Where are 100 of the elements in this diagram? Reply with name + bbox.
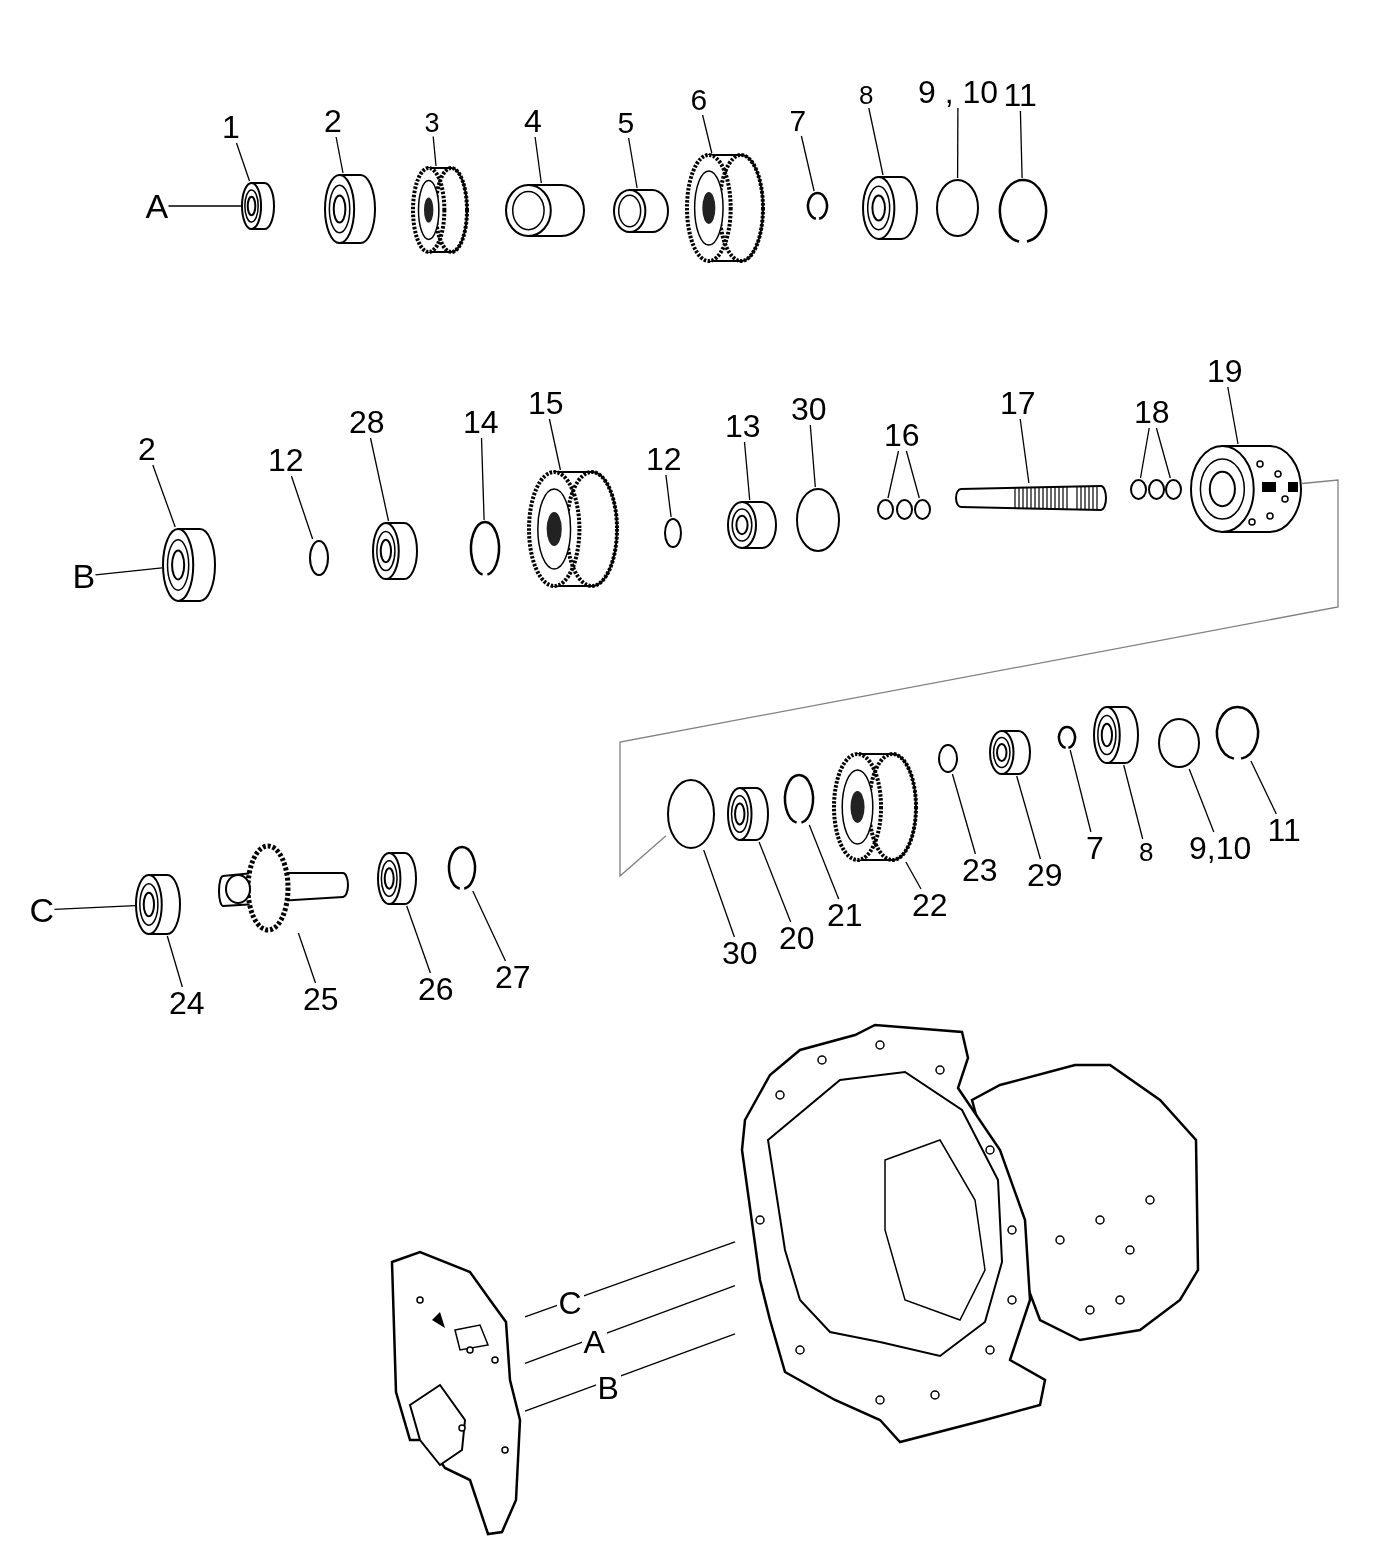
leader-line xyxy=(868,107,884,176)
reference-letter: B xyxy=(72,559,96,593)
snap-ring-drawing xyxy=(783,773,815,825)
leader-line xyxy=(1227,386,1239,445)
callout-number: 28 xyxy=(349,406,385,438)
leader-line xyxy=(701,114,713,154)
callout-number: 20 xyxy=(779,922,815,954)
reference-letter: C xyxy=(29,893,55,927)
connector-line xyxy=(619,479,1339,878)
leader-line xyxy=(1250,760,1277,815)
bearing-drawing xyxy=(135,873,181,936)
callout-number: 2 xyxy=(324,105,342,137)
sleeve-drawing xyxy=(505,183,585,238)
callout-number: 1 xyxy=(222,111,240,143)
gear-drawing xyxy=(686,153,764,263)
leader-line xyxy=(235,142,251,182)
leader-line xyxy=(472,890,507,962)
bearing-drawing xyxy=(1093,705,1139,765)
bearing-drawing xyxy=(989,729,1031,776)
leader-line xyxy=(758,841,792,923)
callout-number: 8 xyxy=(859,82,874,108)
leader-line xyxy=(406,905,432,974)
alignment-line xyxy=(524,1333,736,1412)
ring-drawing xyxy=(1129,478,1148,501)
callout-number: 13 xyxy=(725,410,761,442)
callout-number: 22 xyxy=(912,889,948,921)
snap-ring-drawing xyxy=(1215,705,1260,761)
leader-line xyxy=(1016,775,1042,860)
callout-number: 18 xyxy=(1134,396,1170,428)
leader-line xyxy=(800,135,815,192)
snap-ring-drawing xyxy=(806,191,829,221)
reference-letter: A xyxy=(145,189,169,223)
leader-line xyxy=(703,849,736,938)
callout-number: 12 xyxy=(268,444,304,476)
callout-number: 14 xyxy=(463,406,499,438)
hub-drawing xyxy=(1190,444,1302,534)
sleeve-drawing xyxy=(613,188,669,234)
callout-number: 23 xyxy=(962,854,998,886)
callout-number: 11 xyxy=(1003,79,1037,111)
leader-line xyxy=(887,450,900,499)
callout-number: 11 xyxy=(1267,814,1301,846)
gear-drawing xyxy=(833,752,917,862)
bearing-drawing xyxy=(372,521,418,581)
callout-number: 4 xyxy=(524,105,542,137)
ring-drawing xyxy=(913,498,932,521)
snap-ring-drawing xyxy=(1057,725,1077,750)
leader-line xyxy=(1155,427,1171,479)
leader-line xyxy=(905,861,922,890)
callout-number: 5 xyxy=(617,108,635,138)
bearing-drawing xyxy=(162,527,216,603)
callout-number: 26 xyxy=(418,973,454,1005)
gear-drawing xyxy=(412,166,468,254)
leader-line xyxy=(53,904,136,911)
ring-drawing xyxy=(1157,717,1201,769)
leader-line xyxy=(152,464,176,528)
leader-line xyxy=(335,136,344,174)
leader-line xyxy=(534,136,542,184)
leader-line xyxy=(1019,418,1030,484)
shaft-drawing xyxy=(955,483,1107,513)
ring-drawing xyxy=(895,498,914,521)
leader-line xyxy=(1019,110,1023,179)
callout-number: 24 xyxy=(169,987,205,1019)
leader-line xyxy=(166,935,183,988)
leader-line xyxy=(627,137,638,189)
leader-line xyxy=(480,437,485,521)
ring-drawing xyxy=(666,778,716,850)
callout-number: 6 xyxy=(690,85,708,115)
leader-line xyxy=(809,424,816,488)
bearing-drawing xyxy=(377,851,417,906)
leader-line xyxy=(290,475,314,540)
bearing-drawing xyxy=(324,173,376,245)
ring-drawing xyxy=(1164,478,1183,501)
leader-line xyxy=(743,441,751,501)
leader-line xyxy=(665,474,672,518)
callout-number: 30 xyxy=(791,393,827,425)
callout-number: 17 xyxy=(1000,387,1036,419)
leader-line xyxy=(1188,768,1215,833)
ring-drawing xyxy=(935,178,980,238)
callout-number: 2 xyxy=(138,433,156,465)
gear-shaft-drawing xyxy=(218,843,348,933)
ring-drawing xyxy=(663,517,683,549)
alignment-line xyxy=(524,1285,736,1364)
leader-line xyxy=(297,932,317,984)
bearing-drawing xyxy=(241,181,275,231)
leader-line xyxy=(956,107,959,179)
ring-drawing xyxy=(308,539,330,577)
callout-number: 9,10 xyxy=(1189,832,1252,864)
callout-number: 25 xyxy=(303,983,339,1015)
callout-number: 30 xyxy=(722,937,758,969)
bearing-drawing xyxy=(727,786,769,842)
leader-line xyxy=(432,135,437,167)
callout-number: 7 xyxy=(789,106,807,136)
callout-number: 8 xyxy=(1139,839,1154,865)
leader-line xyxy=(1139,427,1150,479)
bearing-drawing xyxy=(862,175,918,241)
ring-drawing xyxy=(876,498,895,521)
leader-line xyxy=(905,450,920,499)
ring-drawing xyxy=(795,487,841,553)
leader-line xyxy=(808,824,840,900)
ring-drawing xyxy=(1147,478,1166,501)
